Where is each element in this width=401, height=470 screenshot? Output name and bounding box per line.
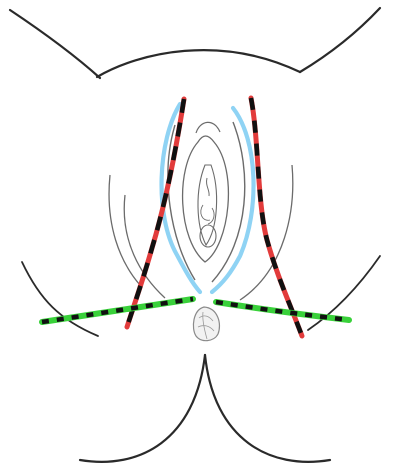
anatomy-diagram-svg [0,0,401,470]
anatomy-diagram [0,0,401,470]
